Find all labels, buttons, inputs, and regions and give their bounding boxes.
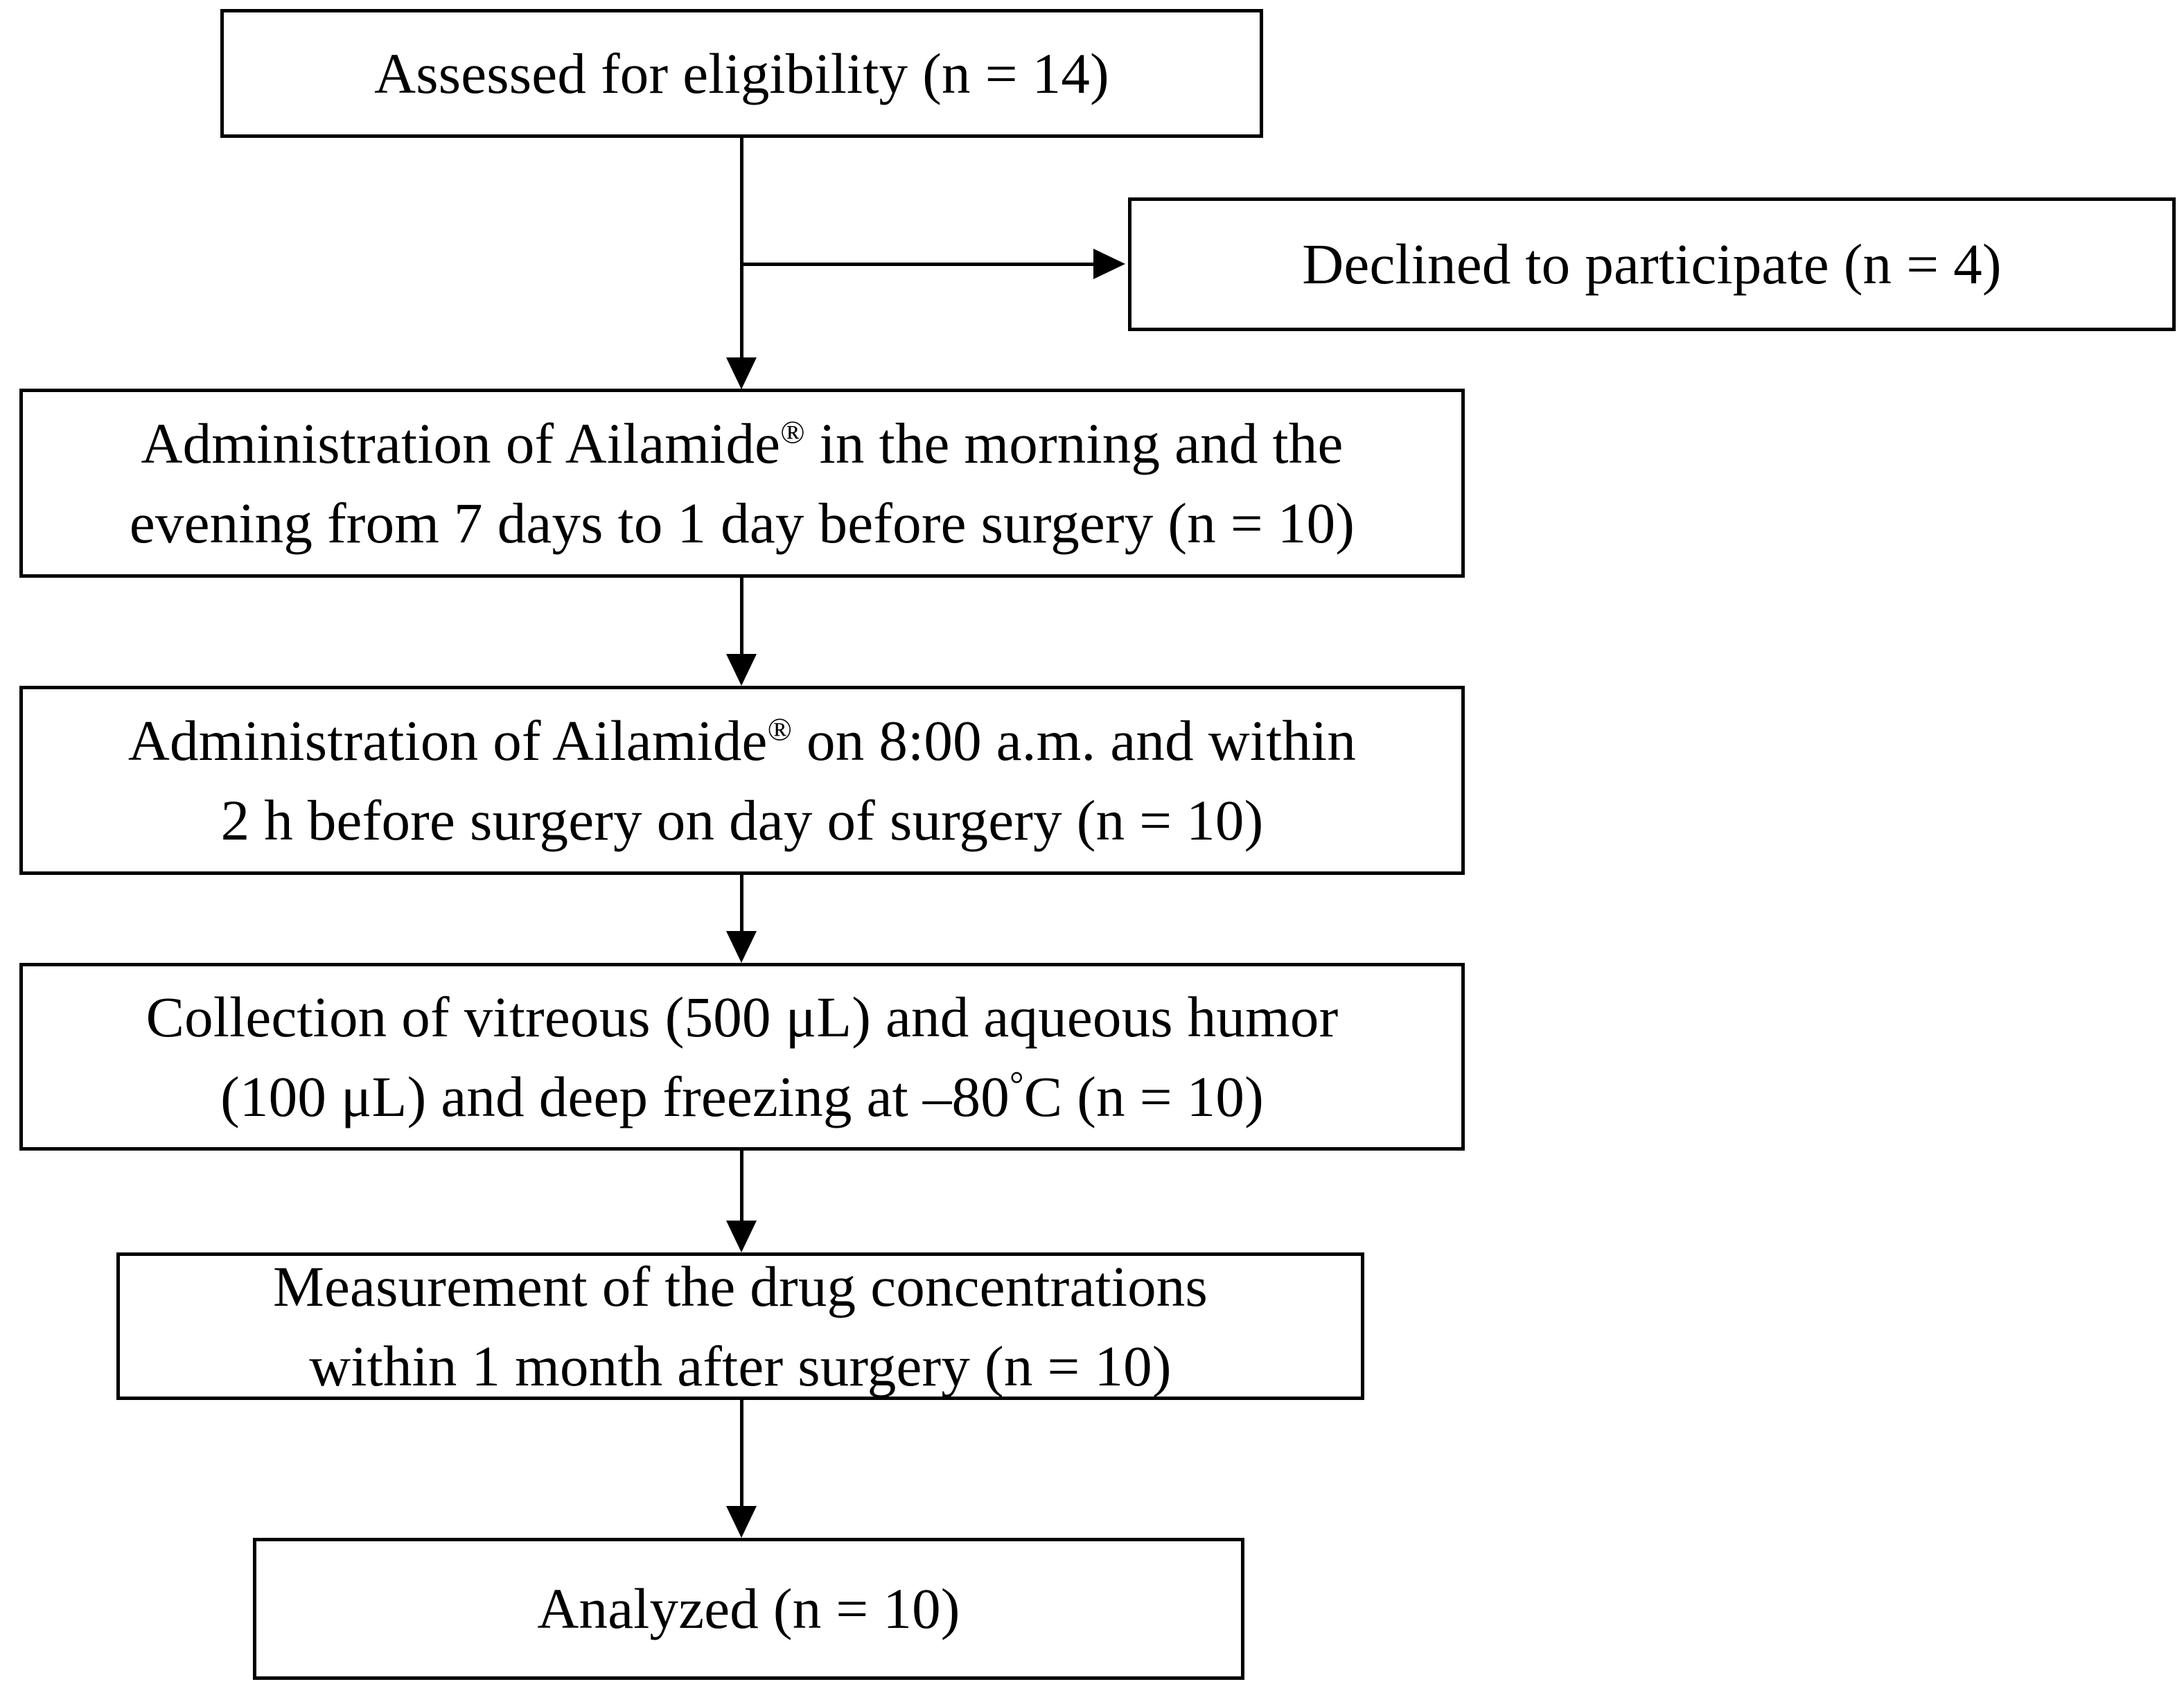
node-admin-day-label: Administration of Ailamide® on 8:00 a.m.… [23,701,1461,860]
connector-assessed-to-declined-arrowhead [1093,249,1125,279]
connector-assessed-to-admin-pre-arrowhead [726,357,757,389]
registered-trademark-icon: ® [780,415,805,451]
node-admin-day-line1-a: Administration of Ailamide [127,708,768,772]
node-admin-pre-label: Administration of Ailamide® in the morni… [23,404,1461,562]
node-collection-label: Collection of vitreous (500 μL) and aque… [23,977,1461,1136]
node-collection-line2-b: C (n = 10) [1023,1064,1264,1128]
node-admin-pre-line1-b: in the morning and the [804,411,1344,475]
node-analyzed-label: Analyzed (n = 10) [537,1577,960,1641]
connector-admin-day-to-collection-arrowhead [726,931,757,963]
connector-collection-to-measure-arrowhead [726,1221,757,1252]
node-collection-line1: Collection of vitreous (500 μL) and aque… [146,984,1339,1049]
node-assessed-for-eligibility: Assessed for eligibility (n = 14) [220,9,1263,138]
connector-measure-to-analyzed-arrowhead [726,1506,757,1538]
node-admin-day-line1-b: on 8:00 a.m. and within [792,708,1357,772]
degree-symbol-icon: ° [1009,1064,1024,1104]
connector-admin-pre-to-admin-day-arrowhead [726,654,757,686]
node-measurement-of-drug-concentrations: Measurement of the drug concentrations w… [116,1252,1364,1400]
node-assessed-label: Assessed for eligibility (n = 14) [374,41,1109,105]
node-administration-pre-surgery: Administration of Ailamide® in the morni… [19,389,1465,578]
connector-assessed-to-admin-pre-line [740,137,743,359]
node-collection-of-samples: Collection of vitreous (500 μL) and aque… [19,963,1465,1151]
connector-assessed-to-declined-line [740,263,1095,266]
node-analyzed: Analyzed (n = 10) [253,1538,1244,1680]
node-administration-day-of-surgery: Administration of Ailamide® on 8:00 a.m.… [19,686,1465,875]
connector-admin-pre-to-admin-day-line [740,578,743,654]
node-collection-line2-a: (100 μL) and deep freezing at –80 [220,1064,1010,1128]
node-admin-pre-line2: evening from 7 days to 1 day before surg… [129,490,1355,555]
node-admin-day-line2: 2 h before surgery on day of surgery (n … [220,788,1264,852]
connector-admin-day-to-collection-line [740,875,743,931]
registered-trademark-icon: ® [767,712,793,748]
node-admin-pre-line1-a: Administration of Ailamide [141,411,781,475]
node-declined-label: Declined to participate (n = 4) [1302,232,2002,296]
connector-measure-to-analyzed-line [740,1400,743,1506]
connector-collection-to-measure-line [740,1151,743,1221]
node-measure-label: Measurement of the drug concentrations w… [273,1254,1208,1398]
node-declined-to-participate: Declined to participate (n = 4) [1128,197,2176,331]
